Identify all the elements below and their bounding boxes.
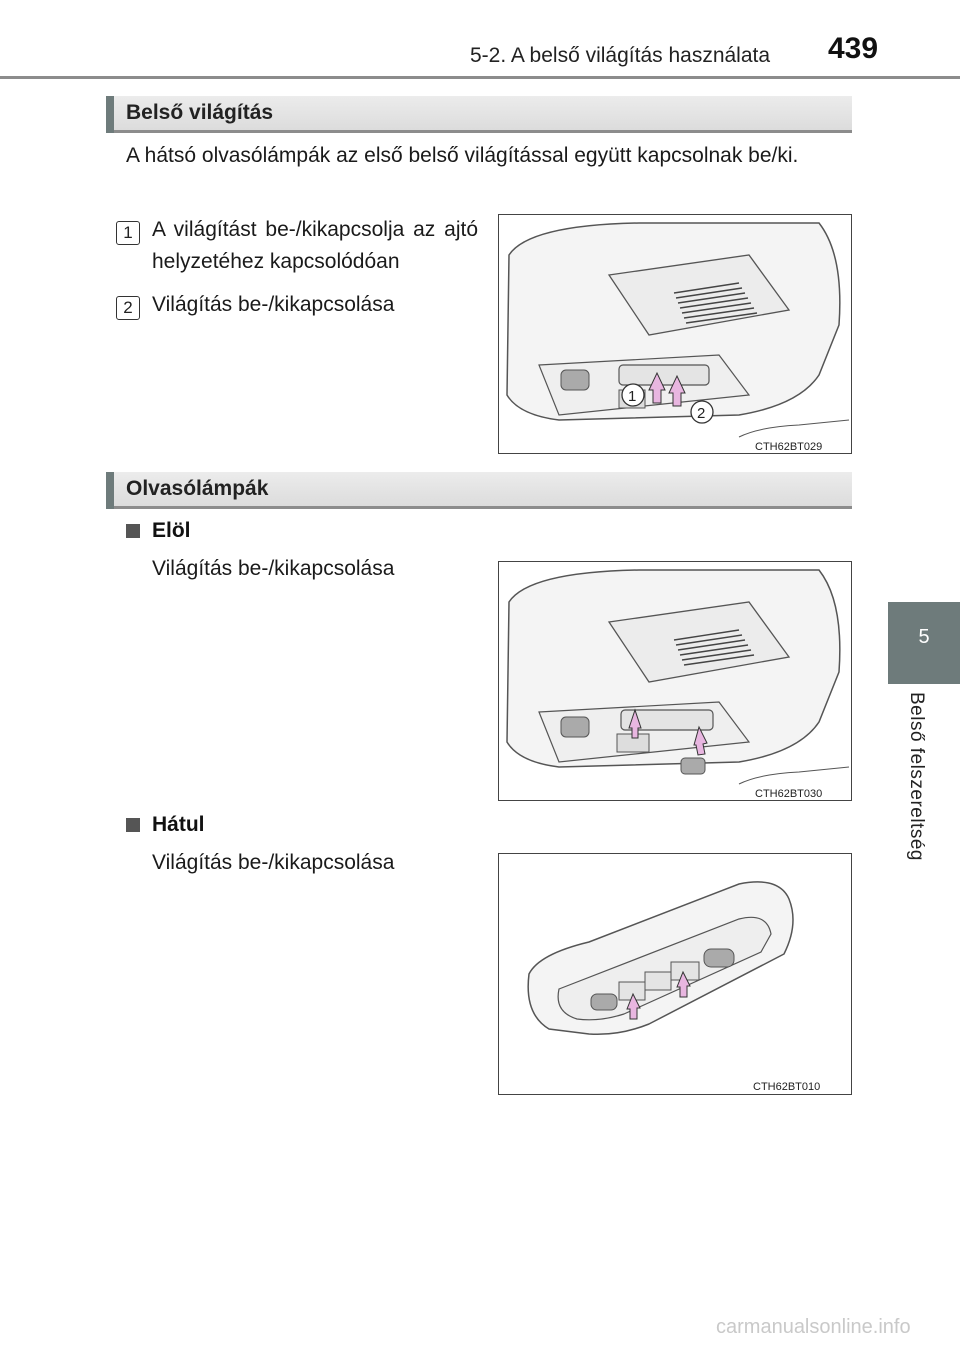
arrow-icon [693, 725, 708, 756]
arrow-icon [628, 708, 642, 739]
square-bullet-icon [126, 524, 140, 538]
front-text: Világítás be-/kikapcsolása [152, 557, 395, 580]
callout-2: 2 [697, 405, 705, 422]
chapter-tab: 5 [888, 602, 960, 684]
page-number: 439 [828, 32, 879, 65]
arrow-icon [668, 374, 686, 407]
callout-1: 1 [628, 388, 636, 405]
figure-code: CTH62BT010 [753, 1081, 821, 1093]
arrow-icon [676, 970, 691, 998]
overhead-console-illustration: 1 2 [506, 222, 850, 438]
item-text-1: A világítást be-/kikapcsolja az ajtó hel… [152, 218, 478, 273]
section-title: Olvasólámpák [126, 477, 269, 500]
rear-text: Világítás be-/kikapcsolása [152, 851, 395, 874]
chapter-number: 5 [918, 626, 930, 648]
chapter-label: Belső felszereltség [906, 692, 927, 861]
front-reading-light-illustration [506, 569, 850, 785]
section-title: Belső világítás [126, 101, 274, 124]
figure-code: CTH62BT030 [755, 788, 823, 800]
arrow-icon [626, 992, 641, 1020]
subheading-front: Elöl [152, 519, 191, 542]
item-text-2: Világítás be-/kikapcsolása [152, 293, 395, 316]
intro-paragraph: A hátsó olvasólámpák az első belső világ… [126, 144, 799, 167]
figure-front-console: 1 2 CTH62BT029 [498, 214, 852, 454]
square-bullet-icon [126, 818, 140, 832]
running-header: 5-2. A belső világítás használata [470, 44, 771, 67]
header-rule [0, 76, 960, 79]
section-heading-interior-light: Belső világítás [106, 96, 852, 133]
arrow-icon [648, 371, 666, 404]
watermark: carmanualsonline.info [716, 1316, 911, 1338]
figure-rear-reading-light: CTH62BT010 [498, 853, 852, 1095]
section-heading-reading-lights: Olvasólámpák [106, 472, 852, 509]
figure-code: CTH62BT029 [755, 441, 823, 453]
rear-reading-light-illustration [527, 881, 794, 1036]
subheading-rear: Hátul [152, 813, 205, 836]
figure-front-reading-light: CTH62BT030 [498, 561, 852, 801]
item-number-2: 2 [116, 296, 140, 320]
item-number-1: 1 [116, 221, 140, 245]
